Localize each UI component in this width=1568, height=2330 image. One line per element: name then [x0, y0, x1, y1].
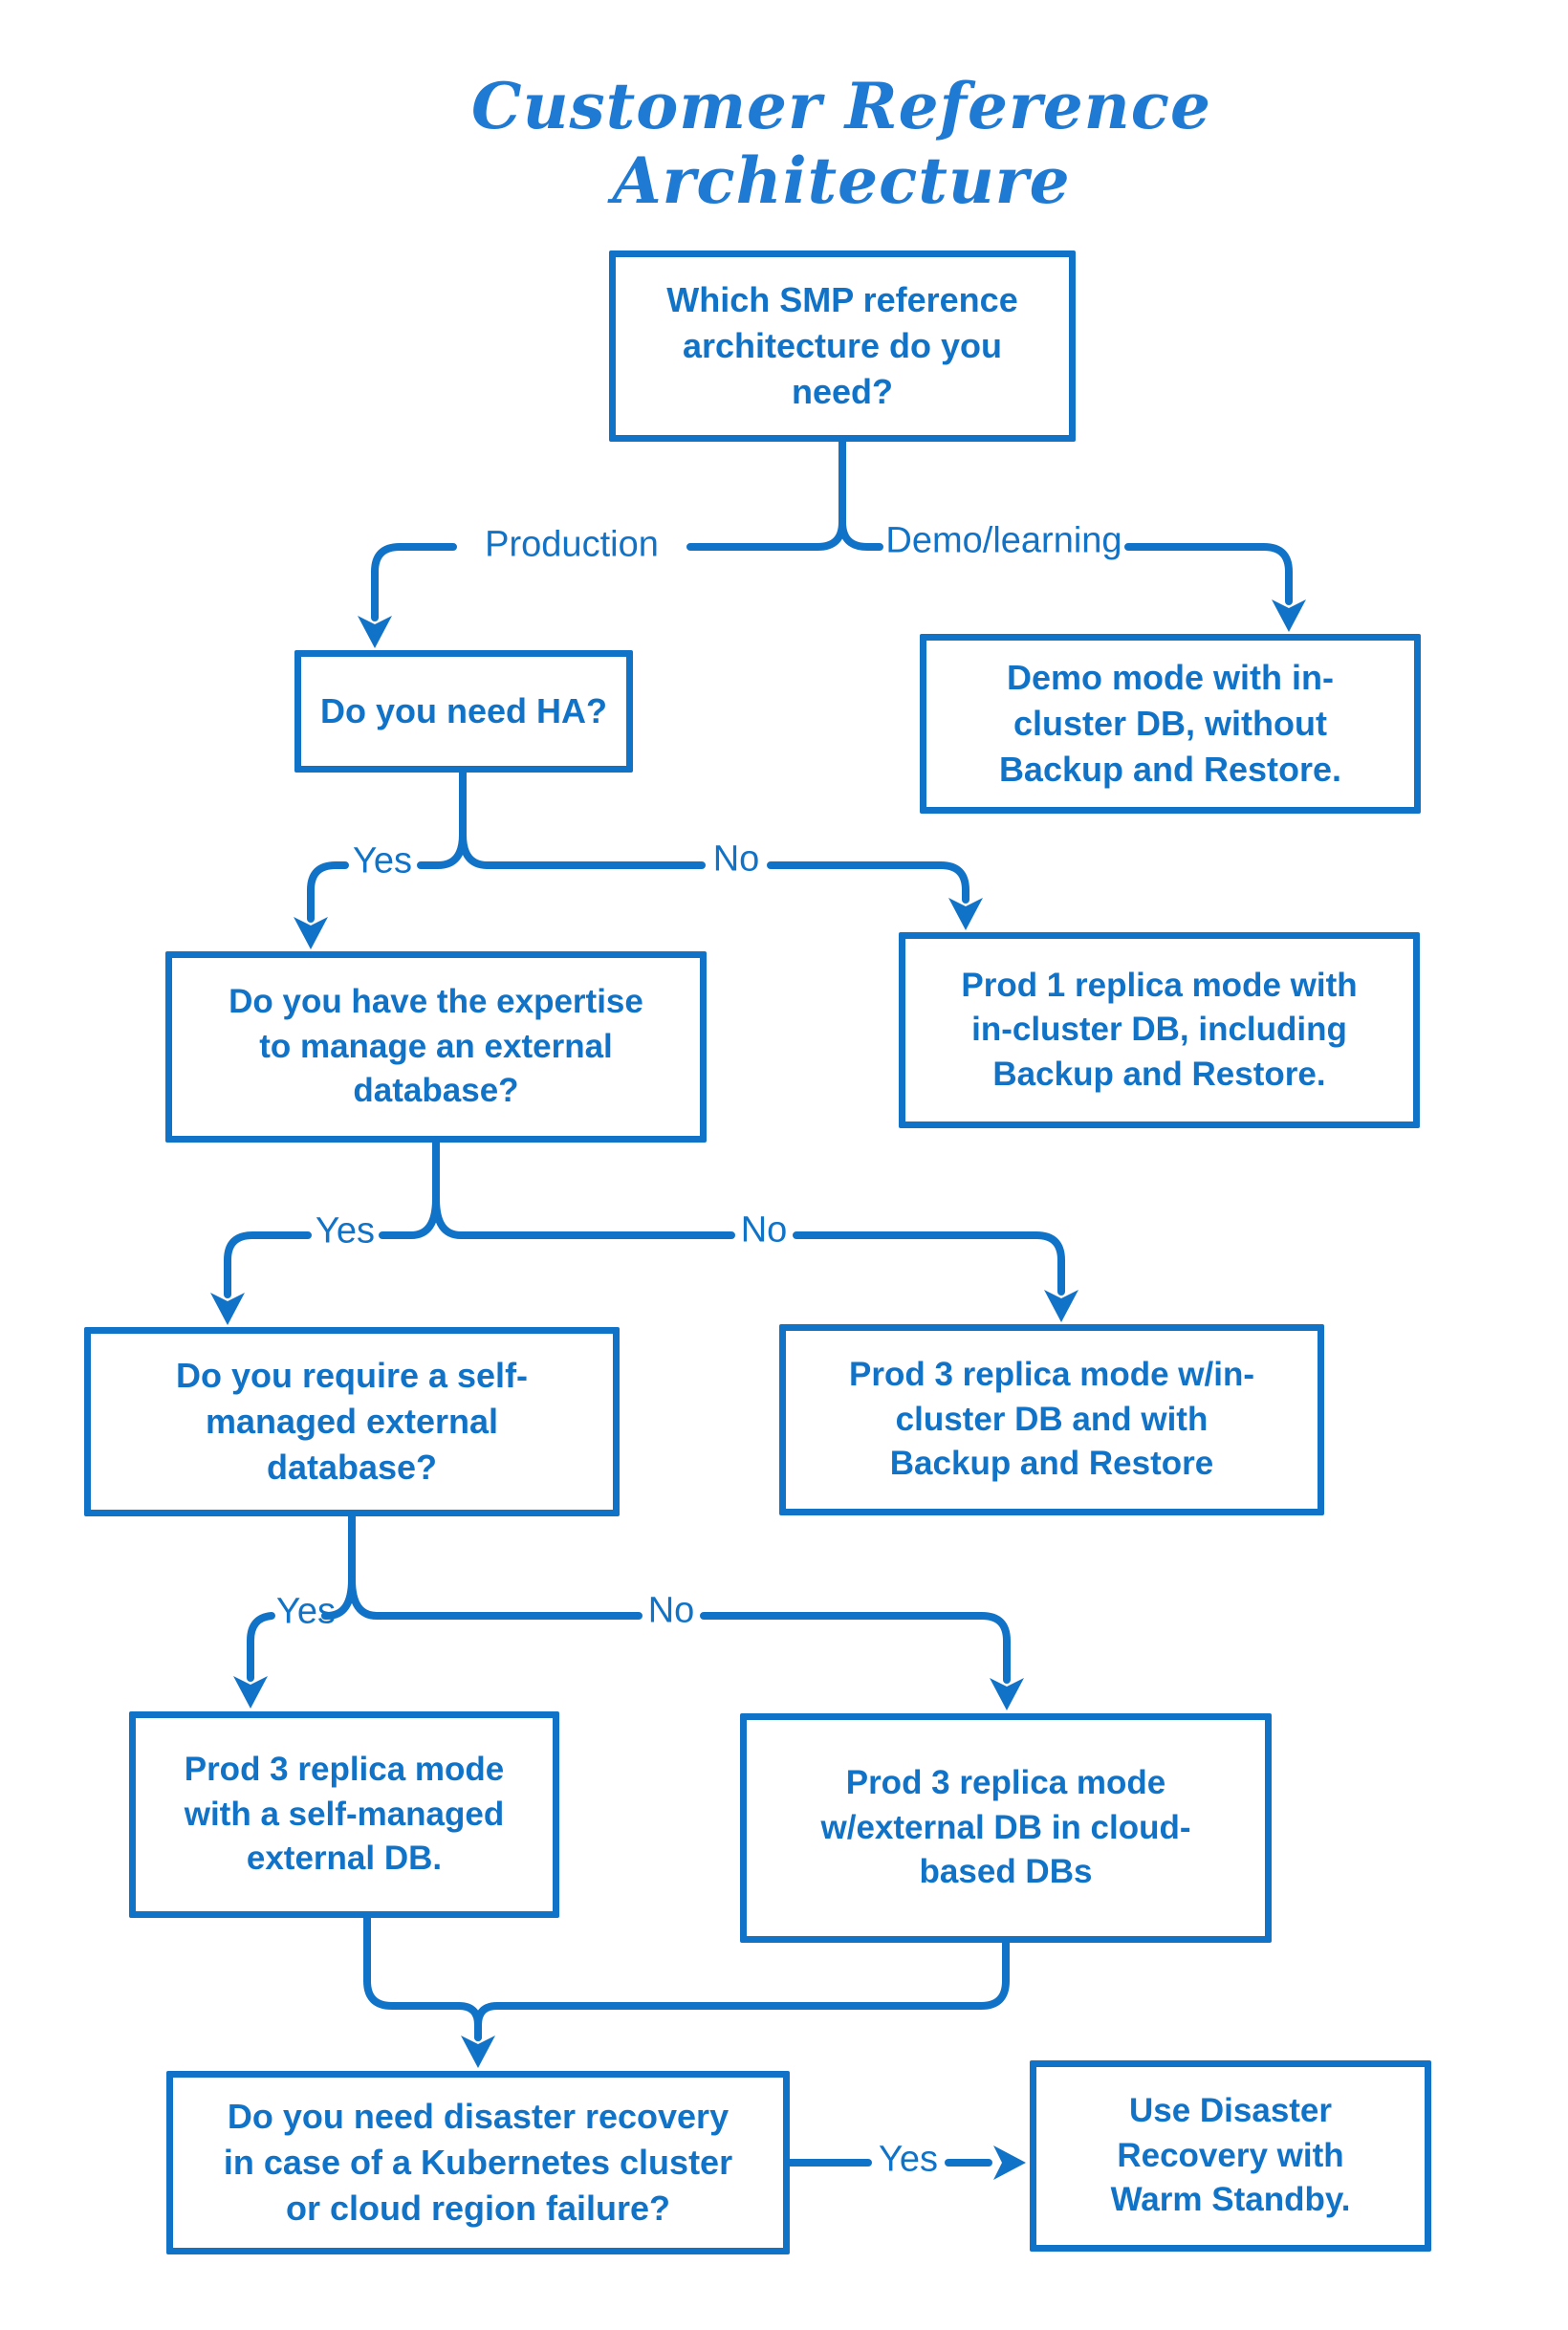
- edge-selfmanaged-no-elbow: [700, 1612, 1011, 1684]
- arrowhead-dr-yes: [993, 2145, 1026, 2180]
- arrowhead-ha-yes: [294, 917, 328, 949]
- node-disaster-recovery-question: Do you need disaster recovery in case of…: [166, 2071, 790, 2254]
- edge-demo-elbow: [1124, 543, 1293, 605]
- edge-expertise-yes-arm: [379, 1195, 440, 1239]
- arrowhead-expertise-yes: [210, 1293, 245, 1325]
- edge-expertise-yes-elbow: [224, 1231, 312, 1298]
- edge-merge-left: [363, 1914, 482, 2041]
- arrowhead-demo: [1272, 599, 1306, 632]
- edge-expertise-no-arm: [432, 1195, 735, 1239]
- edge-merge-right: [474, 1939, 1010, 2041]
- edge-production-arm: [686, 518, 846, 551]
- arrowhead-ha-no: [948, 898, 983, 930]
- page-title: Customer Reference Architecture: [471, 69, 1211, 218]
- edge-label-ha-no: No: [712, 838, 760, 880]
- edge-ha-yes-elbow: [307, 861, 349, 923]
- arrowhead-selfmanaged-yes: [233, 1676, 268, 1709]
- edge-label-expertise-yes: Yes: [316, 1210, 375, 1252]
- arrowhead-merge: [461, 2036, 495, 2068]
- edge-ha-no-elbow: [767, 861, 969, 904]
- edge-label-selfmanaged-yes: Yes: [276, 1591, 336, 1632]
- node-expertise-question: Do you have the expertise to manage an e…: [165, 951, 707, 1143]
- edge-production-elbow: [371, 543, 457, 621]
- node-need-ha-question: Do you need HA?: [294, 650, 633, 773]
- arrowhead-selfmanaged-no: [990, 1678, 1024, 1710]
- edge-selfmanaged-yes-elbow: [247, 1612, 275, 1682]
- node-prod3-selfmanaged-result: Prod 3 replica mode with a self-managed …: [129, 1711, 559, 1918]
- node-which-smp-question: Which SMP reference architecture do you …: [609, 250, 1076, 442]
- node-prod3-cloud-result: Prod 3 replica mode w/external DB in clo…: [740, 1713, 1272, 1943]
- node-selfmanaged-question: Do you require a self- managed external …: [84, 1327, 620, 1516]
- arrowhead-production: [358, 616, 392, 648]
- edge-label-dr-yes: Yes: [879, 2139, 938, 2180]
- node-prod1-result: Prod 1 replica mode with in-cluster DB, …: [899, 932, 1420, 1128]
- edge-demo-arm: [838, 518, 883, 551]
- edge-ha-no-arm: [459, 831, 706, 869]
- edge-expertise-no-elbow: [793, 1231, 1065, 1296]
- edge-selfmanaged-no-arm: [348, 1576, 642, 1620]
- edge-label-production: Production: [485, 524, 659, 565]
- edge-label-selfmanaged-no: No: [647, 1590, 695, 1631]
- node-demo-mode-result: Demo mode with in- cluster DB, without B…: [920, 634, 1421, 814]
- edge-label-expertise-no: No: [740, 1209, 788, 1251]
- edge-label-demo-learning: Demo/learning: [885, 520, 1122, 561]
- node-prod3-incluster-result: Prod 3 replica mode w/in- cluster DB and…: [779, 1324, 1324, 1515]
- edge-label-ha-yes: Yes: [353, 840, 412, 882]
- arrowhead-expertise-no: [1044, 1290, 1078, 1322]
- edge-ha-yes-arm: [417, 831, 467, 869]
- node-warm-standby-result: Use Disaster Recovery with Warm Standby.: [1030, 2060, 1431, 2252]
